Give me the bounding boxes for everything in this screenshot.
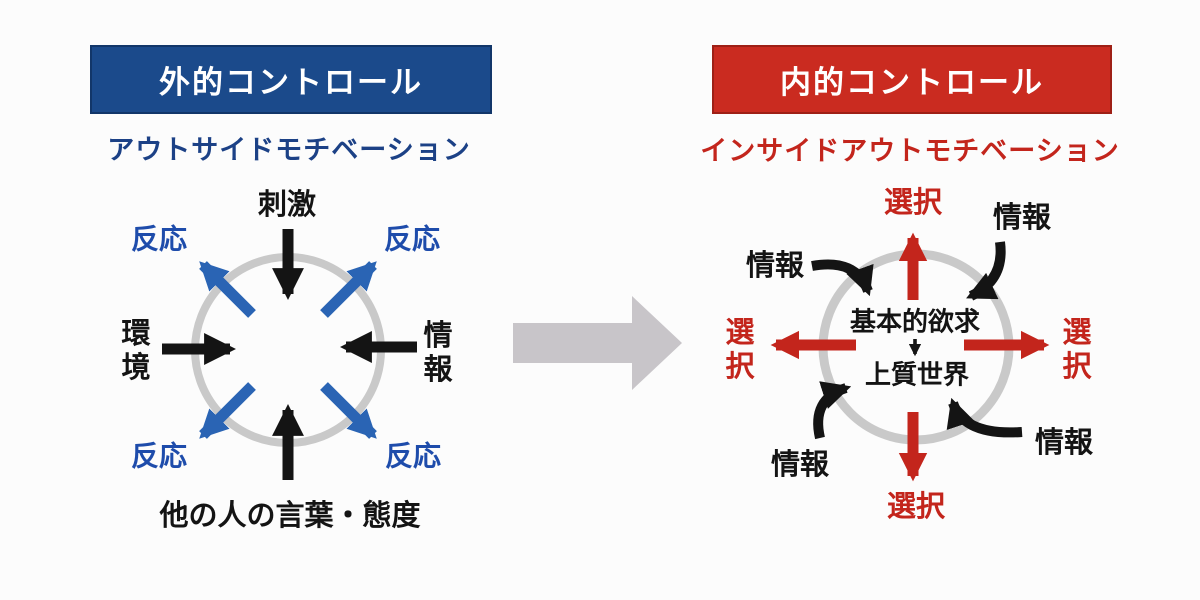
arrow-reaction-top-left <box>199 261 256 318</box>
environment-label: 環境 <box>121 317 151 384</box>
reaction-label-bottom-right: 反応 <box>384 440 442 472</box>
choice-label-bottom: 選択 <box>886 491 946 524</box>
external-subtitle: アウトサイドモチベーション <box>107 135 471 166</box>
arrow-reaction-bottom-left <box>199 382 256 439</box>
reaction-label-top-left: 反応 <box>130 223 188 255</box>
arrow-info-bottom-right <box>946 397 1023 438</box>
arrow-info-top-right <box>966 241 1006 301</box>
information-label-left-diagram: 情報 <box>423 319 453 386</box>
reaction-label-top-right: 反応 <box>383 223 441 255</box>
internal-subtitle: インサイドアウトモチベーション <box>700 136 1120 167</box>
reaction-label-bottom-left: 反応 <box>130 440 188 472</box>
arrow-reaction-top-right <box>320 261 377 318</box>
internal-control-header: 内的コントロール <box>712 45 1112 114</box>
choice-label-right: 選択 <box>1062 316 1092 383</box>
others-words-attitude-label: 他の人の言葉・態度 <box>159 500 421 533</box>
arrow-info-top-left <box>811 259 874 297</box>
transition-arrow <box>513 296 682 390</box>
info-label-top-right: 情報 <box>992 202 1052 235</box>
arrow-info-bottom-left <box>813 381 852 440</box>
basic-needs-label: 基本的欲求 <box>849 306 981 337</box>
arrow-reaction-bottom-right <box>320 382 377 439</box>
choice-label-left: 選択 <box>725 316 755 383</box>
choice-label-top: 選択 <box>883 187 943 220</box>
external-control-header-label: 外的コントロール <box>159 65 423 100</box>
info-label-bottom-right: 情報 <box>1034 427 1094 460</box>
stimulus-label: 刺激 <box>257 189 317 222</box>
internal-control-header-label: 内的コントロール <box>780 65 1044 100</box>
info-label-top-left: 情報 <box>745 250 805 283</box>
external-control-header: 外的コントロール <box>90 45 492 114</box>
quality-world-label: 上質世界 <box>864 359 970 390</box>
info-label-bottom-left: 情報 <box>770 449 830 482</box>
